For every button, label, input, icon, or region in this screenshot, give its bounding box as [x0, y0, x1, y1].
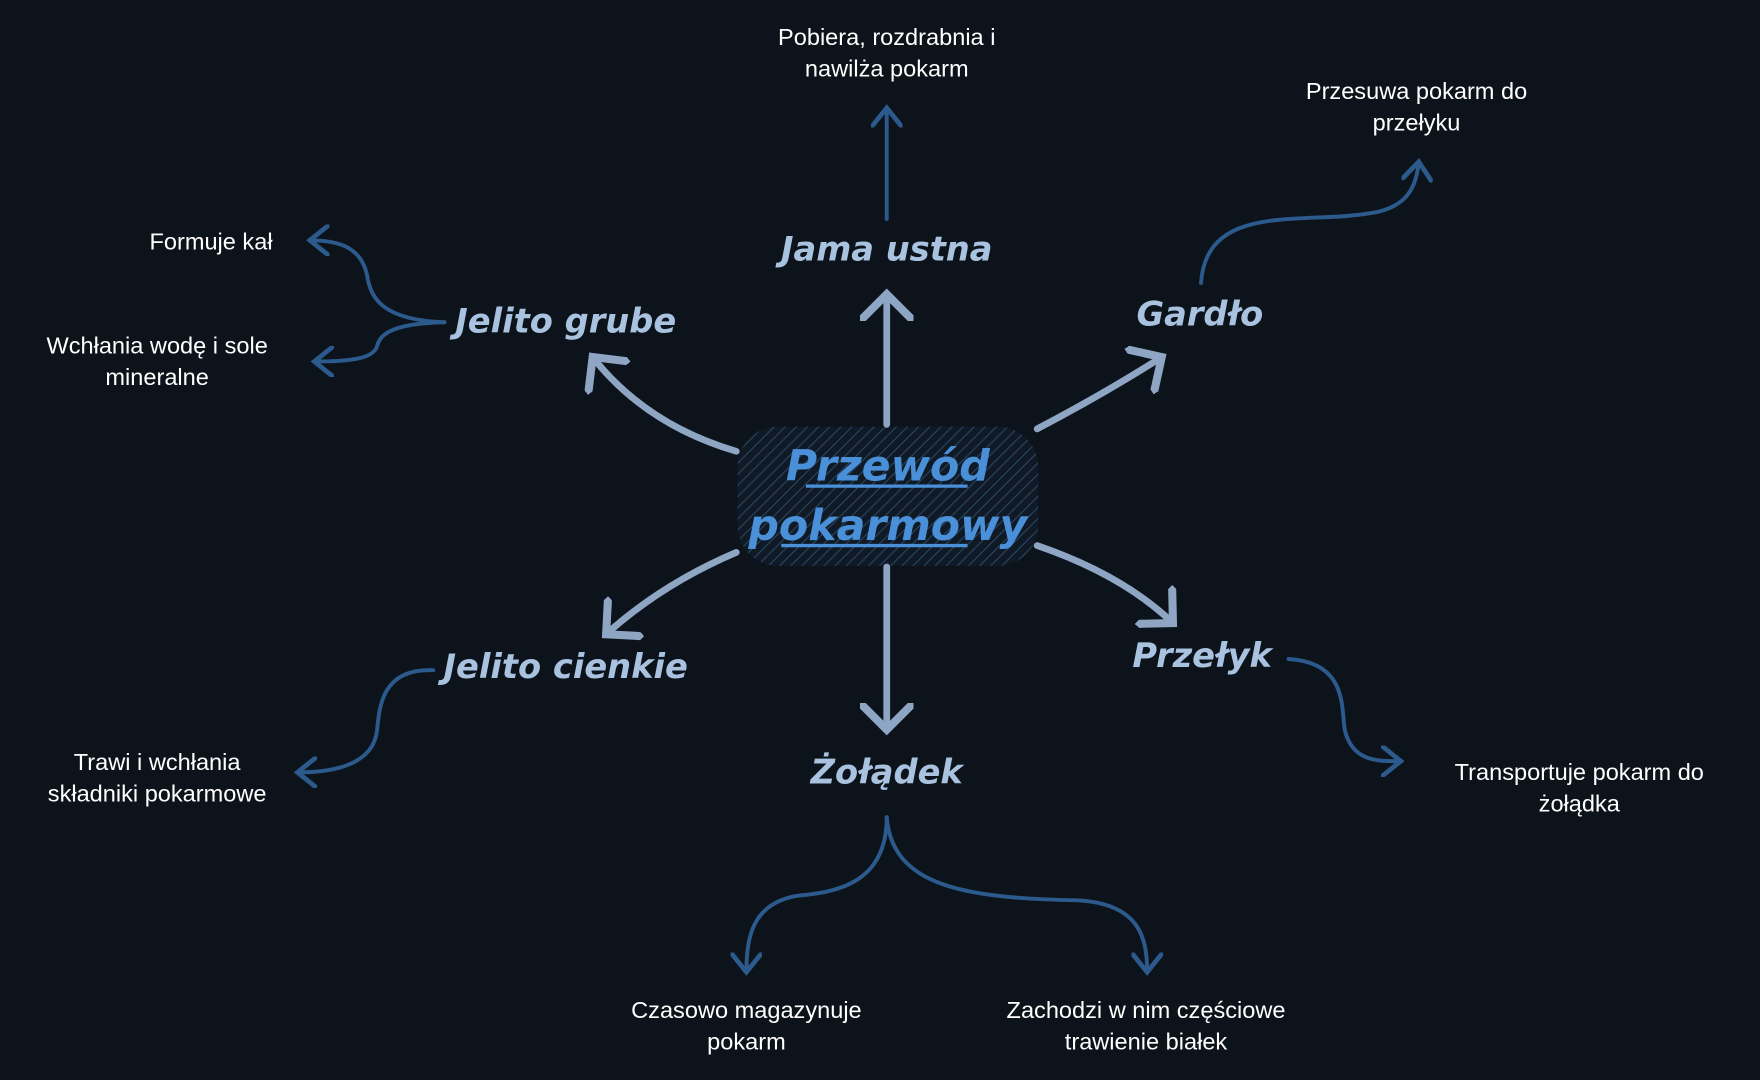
center-title-line2: pokarmowy: [747, 501, 1029, 551]
node-jama-ustna: Jama ustna: [775, 230, 993, 269]
node-jelito-cienkie: Jelito cienkie: [438, 647, 688, 686]
node-gardlo: Gardło: [1137, 295, 1264, 334]
sub-arrow-gardlo: [1199, 162, 1419, 285]
desc-jelito-grube-bottom-1: Wchłania wodę i sole: [46, 333, 267, 359]
desc-zoladek-left-1: Czasowo magazynuje: [631, 997, 862, 1023]
desc-zoladek-right-1: Zachodzi w nim częściowe: [1007, 997, 1286, 1023]
sub-arrow-zoladek-right: [884, 815, 1147, 972]
sub-arrow-jelito-grube-bottom: [314, 320, 447, 361]
desc-jelito-grube-bottom-2: mineralne: [105, 364, 208, 390]
sub-arrow-przelyk: [1286, 657, 1401, 761]
center-title-line1: Przewód: [786, 442, 990, 492]
node-jelito-grube: Jelito grube: [449, 301, 676, 340]
desc-jelito-grube-top: Formuje kał: [149, 228, 273, 254]
desc-jama-ustna-2: nawilża pokarm: [805, 55, 969, 81]
desc-jelito-cienkie-2: składniki pokarmowe: [48, 781, 267, 807]
desc-zoladek-right-2: trawienie białek: [1065, 1029, 1228, 1055]
desc-zoladek-left-2: pokarm: [707, 1029, 786, 1055]
sub-arrow-jelito-grube-top: [310, 240, 447, 325]
sub-arrow-zoladek-left: [746, 815, 889, 972]
arrow-to-gardlo: [1033, 357, 1162, 433]
sub-arrow-jelito-cienkie: [297, 668, 436, 772]
arrow-to-przelyk: [1033, 542, 1173, 623]
desc-gardlo-1: Przesuwa pokarm do: [1306, 78, 1527, 104]
arrow-to-jelito-cienkie: [606, 548, 740, 634]
node-zoladek: Żołądek: [810, 752, 966, 792]
arrow-to-jelito-grube: [593, 357, 740, 455]
desc-gardlo-2: przełyku: [1373, 109, 1461, 135]
center-node: Przewód pokarmowy: [737, 426, 1039, 566]
desc-jama-ustna-1: Pobiera, rozdrabnia i: [778, 24, 995, 50]
desc-jelito-cienkie-1: Trawi i wchłania: [74, 749, 242, 775]
desc-przelyk-1: Transportuje pokarm do: [1455, 759, 1704, 785]
node-przelyk: Przełyk: [1132, 636, 1274, 675]
desc-przelyk-2: żołądka: [1539, 791, 1621, 817]
